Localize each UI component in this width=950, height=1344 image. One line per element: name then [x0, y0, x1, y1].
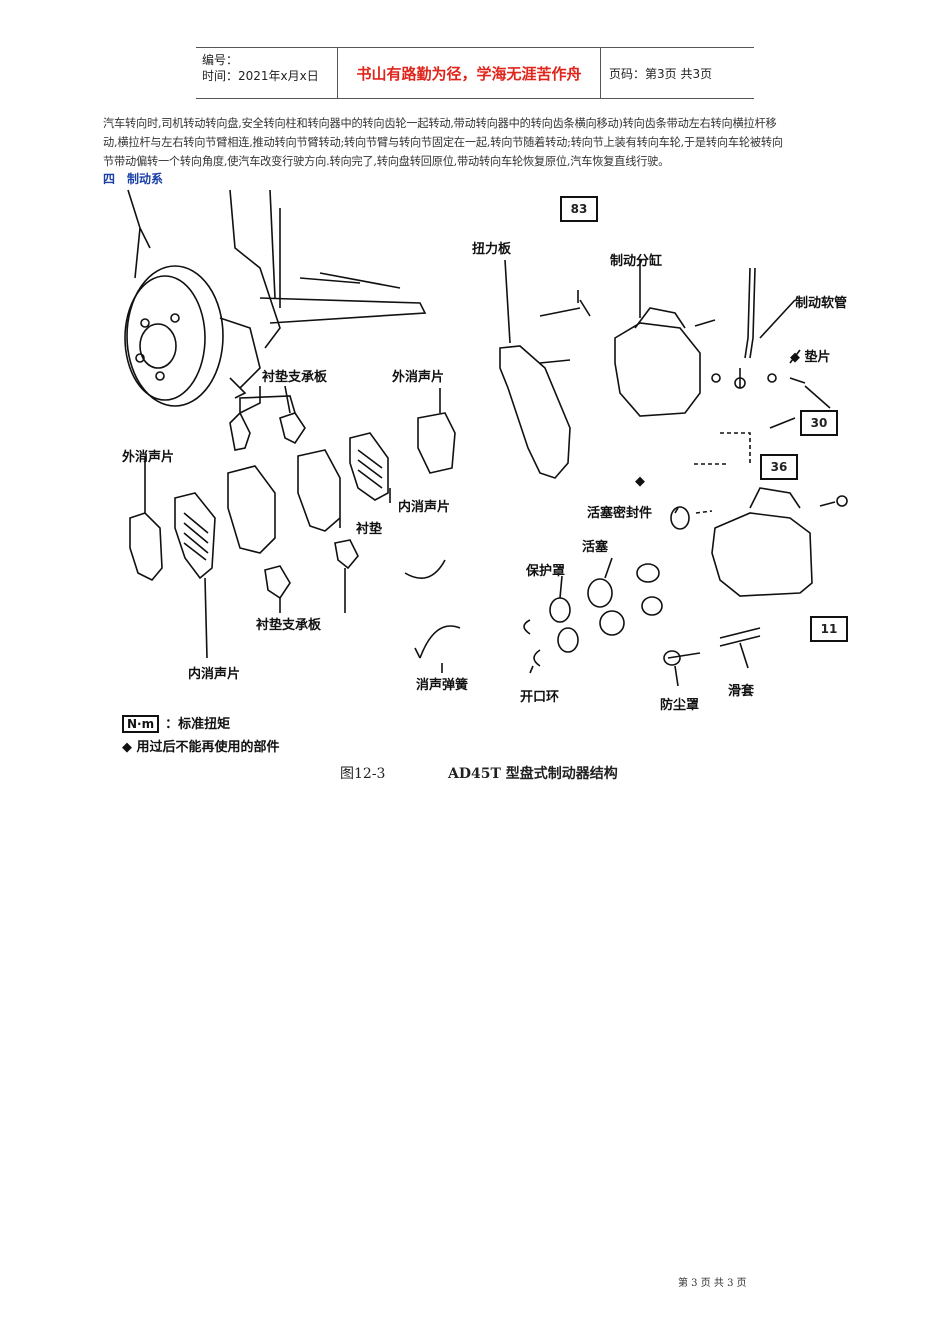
figure-number: 图12-3 [340, 766, 386, 782]
label-brake-hose: 制动软管 [795, 296, 848, 311]
header-meta: 编号： 时间：2021年x月x日 [196, 48, 338, 98]
label-piston-seal: 活塞密封件 [587, 506, 653, 521]
label-pad-support-top: 衬垫支承板 [262, 370, 328, 385]
code-label: 编号： [202, 53, 239, 67]
torque-box-83: 83 [560, 196, 598, 222]
label-anti-squeal-spring: 消声弹簧 [416, 678, 469, 693]
page-number-label: 页码：第3页 共3页 [609, 66, 713, 81]
label-boot: 保护罩 [526, 564, 566, 579]
header-motto: 书山有路勤为径，学海无涯苦作舟 [338, 48, 601, 98]
page-footer: 第 3 页 共 3 页 [678, 1278, 747, 1289]
label-torque-plate: 扭力板 [472, 242, 512, 257]
body-paragraph: 汽车转向时,司机转动转向盘,安全转向柱和转向器中的转向齿轮一起转动,带动转向器中… [103, 117, 783, 168]
legend-torque: N·m ：标准扭矩 [122, 713, 231, 733]
legend-torque-text: ：标准扭矩 [165, 717, 231, 732]
figure-title: AD45T 型盘式制动器结构 [448, 766, 618, 782]
page-header: 编号： 时间：2021年x月x日 书山有路勤为径，学海无涯苦作舟 页码：第3页 … [196, 47, 754, 99]
label-pad: 衬垫 [356, 522, 383, 537]
label-inner-shim-mid: 内消声片 [398, 500, 451, 515]
label-outer-shim-left: 外消声片 [122, 450, 175, 465]
torque-box-30: 30 [800, 410, 838, 436]
torque-box-36: 36 [760, 454, 798, 480]
label-gasket: ◆ 垫片 [790, 350, 831, 365]
brake-diagram-drawing [124, 189, 848, 687]
label-piston: 活塞 [582, 540, 609, 555]
date-label: 时间：2021年x月x日 [202, 69, 319, 83]
torque-box-11: 11 [810, 616, 848, 642]
label-pad-support-bottom: 衬垫支承板 [256, 618, 322, 633]
label-outer-shim-top: 外消声片 [392, 370, 445, 385]
section-title: 四 制动系 [103, 172, 164, 186]
label-brake-cylinder: 制动分缸 [610, 254, 663, 269]
nm-box: N·m [122, 715, 160, 733]
label-slide-bushing: 滑套 [728, 684, 755, 699]
brake-diagram: 扭力板 制动分缸 制动软管 ◆ 垫片 衬垫支承板 外消声片 外消声片 内消声片 … [100, 188, 860, 788]
label-inner-shim-bottom: 内消声片 [188, 667, 241, 682]
label-snap-ring: 开口环 [520, 690, 560, 705]
legend-nonreusable: ◆ 用过后不能再使用的部件 [122, 740, 280, 755]
label-diamond-mark: ◆ [635, 474, 645, 489]
label-dust-boot: 防尘罩 [660, 698, 700, 713]
